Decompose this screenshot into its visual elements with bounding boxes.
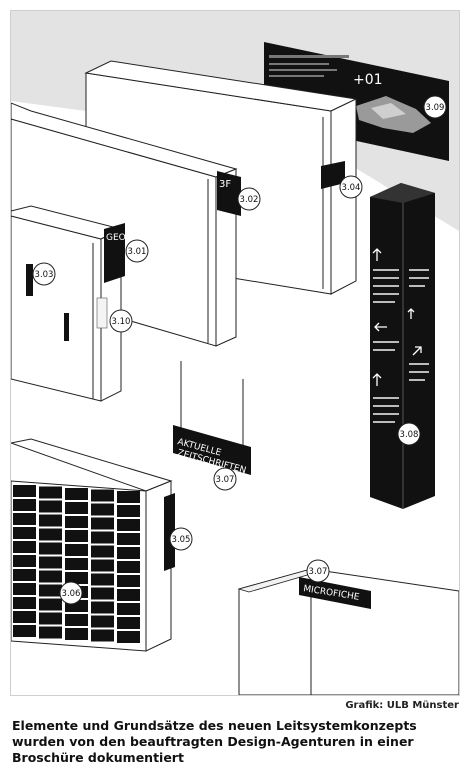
image-credit: Grafik: ULB Münster <box>345 700 459 711</box>
locker-panel <box>39 584 62 597</box>
label-3-02: 3.02 <box>237 187 261 211</box>
locker-panel <box>65 572 88 584</box>
label-3-10: 3.10 <box>109 309 133 333</box>
label-3-03: 3.03 <box>32 262 56 286</box>
locker-panel <box>91 587 114 600</box>
locker-unit <box>11 438 175 652</box>
locker-panel <box>117 575 140 587</box>
locker-panel <box>117 617 140 629</box>
locker-panel <box>91 601 114 614</box>
locker-panel <box>13 513 36 525</box>
locker-panel <box>65 614 88 626</box>
illustration-frame: +01 3F GEO <box>10 10 460 696</box>
locker-panel <box>39 612 62 625</box>
locker-panel <box>13 597 36 609</box>
locker-panel <box>91 559 114 572</box>
label-3-09: 3.09 <box>423 95 447 119</box>
locker-panel <box>91 615 114 628</box>
locker-panel <box>13 527 36 539</box>
locker-panel <box>39 514 62 527</box>
locker-panel <box>91 489 114 502</box>
locker-panel <box>65 544 88 556</box>
locker-panel <box>39 626 62 639</box>
locker-panel <box>91 545 114 558</box>
front-left-cabinet: GEO <box>11 205 126 402</box>
label-3-07-hanging: 3.07 <box>213 467 237 491</box>
label-3-07-counter: 3.07 <box>306 559 330 583</box>
label-3-05: 3.05 <box>169 527 193 551</box>
subject-sign <box>104 223 125 283</box>
locker-side-sign <box>164 493 175 571</box>
hanging-sign: AKTUELLE ZEITSCHRIFTEN <box>173 361 251 476</box>
locker-panel <box>65 628 88 640</box>
svg-text:3.01: 3.01 <box>128 247 147 257</box>
locker-panel <box>65 558 88 570</box>
locker-panel <box>39 598 62 611</box>
locker-panel <box>13 569 36 581</box>
locker-grid <box>13 485 140 643</box>
locker-panel <box>13 541 36 553</box>
pillar-sign <box>370 183 435 509</box>
svg-text:3.07: 3.07 <box>309 567 328 577</box>
locker-panel <box>91 531 114 544</box>
locker-panel <box>39 542 62 555</box>
locker-panel <box>117 505 140 517</box>
signage-illustration: +01 3F GEO <box>11 11 459 695</box>
locker-panel <box>91 629 114 642</box>
locker-panel <box>13 625 36 637</box>
locker-panel <box>65 502 88 514</box>
locker-panel <box>117 547 140 559</box>
locker-panel <box>39 570 62 583</box>
small-door-sign <box>26 264 33 296</box>
locker-panel <box>65 516 88 528</box>
paper-label <box>96 297 108 329</box>
label-3-01: 3.01 <box>125 239 149 263</box>
svg-text:3.04: 3.04 <box>342 183 361 193</box>
locker-panel <box>65 488 88 500</box>
subject-text: GEO <box>106 233 126 243</box>
locker-panel <box>91 517 114 530</box>
floor-short-text: 3F <box>219 179 231 190</box>
locker-panel <box>117 561 140 573</box>
svg-text:3.06: 3.06 <box>62 589 81 599</box>
microfiche-counter: MICROFICHE <box>237 568 459 695</box>
locker-panel <box>117 519 140 531</box>
locker-panel <box>65 530 88 542</box>
locker-panel <box>117 589 140 601</box>
locker-panel <box>39 528 62 541</box>
locker-panel <box>13 499 36 511</box>
microfiche-sign <box>299 577 371 609</box>
locker-panel <box>13 555 36 567</box>
locker-panel <box>91 503 114 516</box>
locker-panel <box>13 611 36 623</box>
label-3-06: 3.06 <box>59 581 83 605</box>
locker-panel <box>13 485 36 497</box>
svg-text:3.02: 3.02 <box>240 195 259 205</box>
locker-panel <box>39 486 62 499</box>
locker-panel <box>117 631 140 643</box>
svg-text:3.08: 3.08 <box>400 430 419 440</box>
svg-text:3.10: 3.10 <box>112 317 131 327</box>
label-3-08: 3.08 <box>397 422 421 446</box>
svg-text:3.09: 3.09 <box>426 103 445 113</box>
locker-panel <box>39 500 62 513</box>
svg-text:3.05: 3.05 <box>172 535 191 545</box>
figure-caption: Elemente und Grundsätze des neuen Leitsy… <box>12 718 417 765</box>
locker-panel <box>117 603 140 615</box>
handle-sign <box>64 313 69 341</box>
locker-panel <box>117 533 140 545</box>
label-3-04: 3.04 <box>339 175 363 199</box>
locker-panel <box>91 573 114 586</box>
locker-panel <box>39 556 62 569</box>
floor-number: +01 <box>353 72 383 88</box>
cabinet-side-sign <box>321 161 345 189</box>
svg-text:3.03: 3.03 <box>35 270 54 280</box>
locker-panel <box>117 491 140 503</box>
svg-text:3.07: 3.07 <box>216 475 235 485</box>
locker-panel <box>13 583 36 595</box>
floor-short-sign <box>217 171 241 216</box>
